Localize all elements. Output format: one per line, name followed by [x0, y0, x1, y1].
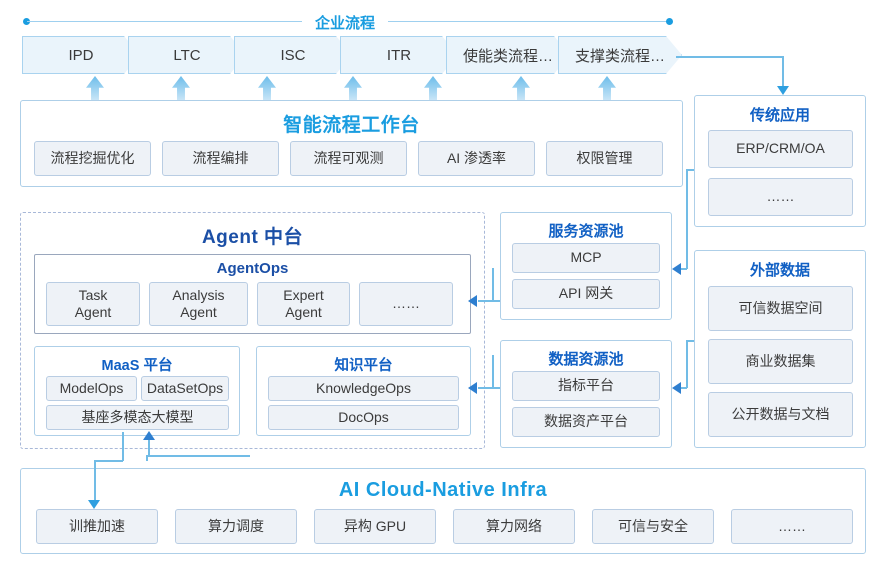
- connector-service-to-agent-v: [492, 268, 494, 301]
- data-pool-item-data-asset-platform[interactable]: 数据资产平台: [512, 407, 660, 437]
- maas-item-modelops[interactable]: ModelOps: [46, 376, 137, 401]
- connector-infra-to-maas-h: [146, 455, 250, 457]
- connector-legacy-to-service-v: [686, 169, 688, 269]
- maas-item-foundation-model[interactable]: 基座多模态大模型: [46, 405, 229, 430]
- connector-external-to-data-h2: [681, 387, 687, 389]
- process-step-itr[interactable]: ITR: [340, 36, 458, 74]
- service-pool-item-mcp[interactable]: MCP: [512, 243, 660, 273]
- infra-item-trust-security[interactable]: 可信与安全: [592, 509, 714, 544]
- process-step-supporting[interactable]: 支撑类流程…: [558, 36, 682, 74]
- workbench-item-permission-management[interactable]: 权限管理: [546, 141, 663, 176]
- connector-maas-to-infra-v: [122, 432, 124, 461]
- agentops-item-analysis-agent[interactable]: Analysis Agent: [149, 282, 248, 326]
- legacy-apps-title: 传统应用: [749, 107, 810, 124]
- connector-data-to-agent-h: [478, 387, 500, 389]
- knowledge-item-knowledgeops[interactable]: KnowledgeOps: [268, 376, 459, 401]
- process-rule-left: [27, 21, 302, 22]
- connector-maas-to-infra-v2: [94, 460, 96, 501]
- connector-external-to-data-h: [686, 340, 694, 342]
- arrowhead-service-from-legacy: [672, 263, 681, 275]
- arrowhead-agent-from-service: [468, 295, 477, 307]
- workbench-item-ai-penetration[interactable]: AI 渗透率: [418, 141, 535, 176]
- connector-legacy-to-service-h: [686, 169, 694, 171]
- flow-arrow-up-1: [86, 76, 104, 102]
- agentops-item-task-agent[interactable]: Task Agent: [46, 282, 140, 326]
- external-data-item-trusted-space[interactable]: 可信数据空间: [708, 286, 853, 331]
- flow-arrow-up-3: [258, 76, 276, 102]
- data-pool-title: 数据资源池: [548, 351, 624, 368]
- process-band-title: 企业流程: [306, 12, 385, 33]
- arrowhead-agent-from-data: [468, 382, 477, 394]
- connector-maas-to-infra-h: [94, 460, 123, 462]
- connector-process-to-legacy-h: [676, 56, 783, 58]
- legacy-apps-item-more[interactable]: ……: [708, 178, 853, 216]
- workbench-item-process-mining[interactable]: 流程挖掘优化: [34, 141, 151, 176]
- agentops-item-more[interactable]: ……: [359, 282, 453, 326]
- flow-arrow-up-4: [344, 76, 362, 102]
- flow-arrow-up-2: [172, 76, 190, 102]
- external-data-title: 外部数据: [749, 262, 810, 279]
- external-data-item-commercial-dataset[interactable]: 商业数据集: [708, 339, 853, 384]
- process-step-ipd[interactable]: IPD: [22, 36, 140, 74]
- agentops-item-expert-agent[interactable]: Expert Agent: [257, 282, 350, 326]
- connector-external-to-data-v: [686, 340, 688, 388]
- process-rule-right: [388, 21, 668, 22]
- knowledge-item-docops[interactable]: DocOps: [268, 405, 459, 430]
- flow-arrow-up-5: [424, 76, 442, 102]
- external-data-item-public-docs[interactable]: 公开数据与文档: [708, 392, 853, 437]
- flow-arrow-up-6: [512, 76, 530, 102]
- flow-arrow-up-7: [598, 76, 616, 102]
- connector-data-to-agent-v: [492, 355, 494, 388]
- process-rule-dot-left: [23, 18, 30, 25]
- service-pool-title: 服务资源池: [548, 223, 624, 240]
- process-step-isc[interactable]: ISC: [234, 36, 352, 74]
- arrowhead-infra-from-maas: [88, 500, 100, 509]
- agent-platform-title: Agent 中台: [201, 227, 304, 248]
- arrowhead-maas-from-infra: [143, 431, 155, 440]
- workbench-item-process-orchestration[interactable]: 流程编排: [162, 141, 279, 176]
- connector-infra-to-maas-v: [146, 455, 148, 461]
- connector-service-to-agent-h: [478, 300, 500, 302]
- infra-item-heterogeneous-gpu[interactable]: 异构 GPU: [314, 509, 436, 544]
- maas-title: MaaS 平台: [101, 358, 173, 374]
- workbench-item-process-observability[interactable]: 流程可观测: [290, 141, 407, 176]
- process-step-ltc[interactable]: LTC: [128, 36, 246, 74]
- arrowhead-legacy-apps: [777, 86, 789, 95]
- legacy-apps-item-erp-crm-oa[interactable]: ERP/CRM/OA: [708, 130, 853, 168]
- process-rule-dot-right: [666, 18, 673, 25]
- infra-panel: [20, 468, 866, 554]
- knowledge-title: 知识平台: [334, 358, 393, 374]
- data-pool-item-metrics-platform[interactable]: 指标平台: [512, 371, 660, 401]
- connector-process-to-legacy-v: [782, 56, 784, 87]
- infra-item-more[interactable]: ……: [731, 509, 853, 544]
- infra-title: AI Cloud-Native Infra: [338, 479, 548, 501]
- connector-legacy-to-service-h2: [681, 268, 687, 270]
- infra-item-compute-network[interactable]: 算力网络: [453, 509, 575, 544]
- process-step-enabling[interactable]: 使能类流程…: [446, 36, 570, 74]
- connector-infra-to-maas-v2: [148, 440, 150, 456]
- maas-item-datasetops[interactable]: DataSetOps: [141, 376, 229, 401]
- agentops-title: AgentOps: [216, 260, 289, 277]
- arrowhead-data-from-external: [672, 382, 681, 394]
- workbench-title: 智能流程工作台: [283, 115, 420, 136]
- infra-item-training-acceleration[interactable]: 训推加速: [36, 509, 158, 544]
- infra-item-compute-scheduling[interactable]: 算力调度: [175, 509, 297, 544]
- service-pool-item-api-gateway[interactable]: API 网关: [512, 279, 660, 309]
